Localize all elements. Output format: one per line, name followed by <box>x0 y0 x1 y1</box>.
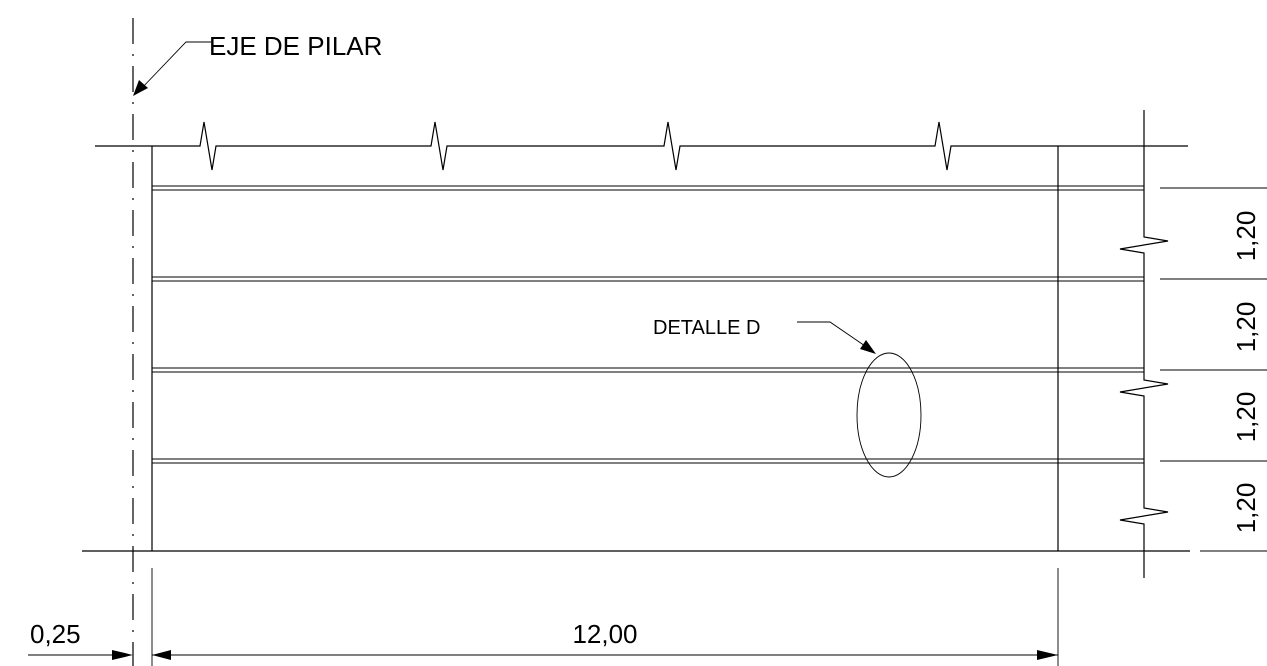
row-dimension-2: 1,20 <box>1231 302 1261 353</box>
detail-d-leader <box>797 321 876 354</box>
row-dimension-3: 1,20 <box>1231 392 1261 443</box>
detail-d-label: DETALLE D <box>653 317 760 339</box>
axis-label-leader <box>133 41 211 96</box>
row-dimension-4: 1,20 <box>1231 483 1261 534</box>
beam-lines <box>152 185 1144 464</box>
span-dimension-text: 12,00 <box>572 619 637 649</box>
detail-d-ellipse <box>856 352 922 478</box>
right-break-line <box>1119 110 1169 578</box>
row-dimension-extensions <box>1160 187 1267 552</box>
row-dimension-1: 1,20 <box>1231 211 1261 262</box>
span-dimension-line <box>152 650 1058 660</box>
top-break-line <box>95 121 1188 171</box>
axis-label: EJE DE PILAR <box>209 31 382 61</box>
offset-dimension-line <box>28 650 171 660</box>
offset-dimension-text: 0,25 <box>30 619 81 649</box>
